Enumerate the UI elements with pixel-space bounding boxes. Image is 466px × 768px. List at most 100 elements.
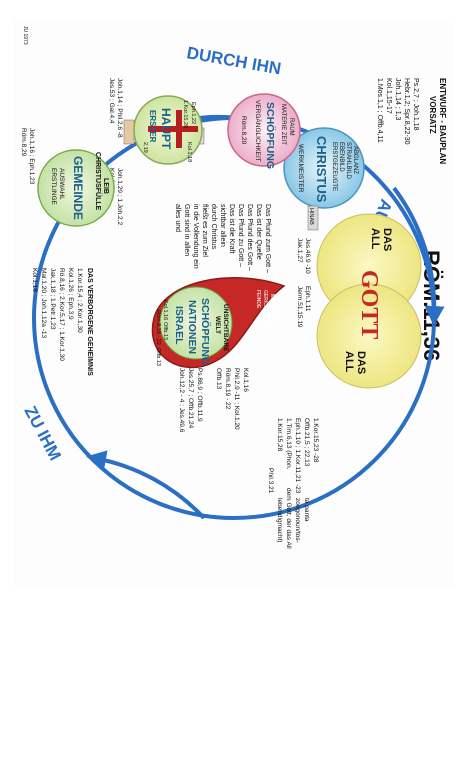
label-durch-ihn: DURCH IHN [185,43,282,78]
svg-text:Ps.86,9 ; Offb.11,9: Ps.86,9 ; Offb.11,9 [196,368,203,422]
verse-text: Das Pfund zum Gott – Das ist der Quelle … [174,204,271,273]
svg-text:dem Gott, der das All: dem Gott, der das All [285,488,292,549]
sichtbar-circle [159,286,233,360]
svg-text:in die Vollendung ein: in die Vollendung ein [192,204,199,269]
header-line2: VORSATZ [428,96,437,134]
arrow-zu-ihm [86,450,206,520]
rotated-diagram: ENTWURF - BAUPLAN VORSATZ RÖM.11,36 AUS … [14,18,454,588]
svg-text:Offb.13: Offb.13 [155,348,161,366]
svg-text:alles und: alles und [174,204,181,232]
svg-text:1.Mos.1,1 ; Offb.4,11: 1.Mos.1,1 ; Offb.4,11 [376,78,383,143]
gemeinde-refs: Joh.1,16 ; Eph.1,23 Röm.8,29 [20,128,35,185]
svg-text:Röm.8,19 - 22: Röm.8,19 - 22 [155,310,161,345]
svg-text:Kol.1,16: Kol.1,16 [162,300,168,320]
svg-text:AUSWAHL: AUSWAHL [58,168,65,200]
svg-text:UNSICHTBARE: UNSICHTBARE [222,304,229,352]
svg-text:Offb.13: Offb.13 [215,368,222,390]
svg-text:EBENBILD: EBENBILD [338,142,344,172]
christus-refs: Ps.2,7 ; Joh.1,18 Hebr.1,2; Spr.8,22-30 … [376,78,419,145]
signature: JU 1973 [22,26,28,45]
svg-text:ERSTGEZEUGTE: ERSTGEZEUGTE [331,142,337,191]
svg-text:GERICHT ÜBER ALLE: GERICHT ÜBER ALLE [262,290,269,342]
svg-text:Röm.8,29: Röm.8,29 [20,128,27,157]
gott-all-left: ALL [369,228,381,250]
svg-text:STRAHLBILD: STRAHLBILD [345,142,351,180]
svg-text:zoogonoun/tos-: zoogonoun/tos- [294,498,301,543]
svg-text:1.Tim.6,13 (Phon.: 1.Tim.6,13 (Phon. [285,418,292,470]
svg-text:Eph.1,22: Eph.1,22 [190,102,196,124]
svg-text:Offb.13: Offb.13 [162,322,168,340]
gott-center: GOTT [356,270,382,339]
svg-text:ta panta: ta panta [303,498,310,522]
svg-text:durch Christus: durch Christus [210,204,217,250]
svg-text:Jak.1,27: Jak.1,27 [296,238,303,263]
svg-text:lebendigmacht): lebendigmacht) [276,498,283,542]
svg-text:Mal.1,20 ; Joh.1,12a -13: Mal.1,20 ; Joh.1,12a -13 [40,268,47,338]
svg-text:Kol.1,18: Kol.1,18 [186,142,192,162]
svg-text:Jak.1,18 ; 1.Petr.1,23: Jak.1,18 ; 1.Petr.1,23 [49,268,56,330]
svg-text:Kol.1,16: Kol.1,16 [242,368,249,392]
schopfung-title: SCHÖPFUNG [264,102,277,169]
svg-text:ABGLANZ: ABGLANZ [352,146,358,174]
svg-text:Das Pfund des Gott –: Das Pfund des Gott – [246,204,253,271]
svg-text:Hebr.1,2; Spr.8,22-30: Hebr.1,2; Spr.8,22-30 [403,78,410,145]
svg-text:Das Pfund zum Gott –: Das Pfund zum Gott – [264,204,271,273]
svg-text:1.Kor.15,23 -28: 1.Kor.15,23 -28 [312,418,319,463]
christus-werkmeister: WERKMEISTER [297,144,304,193]
gemeinde-title: GEMEINDE [71,156,85,220]
christus-title: CHRISTUS [314,136,329,203]
page-sheet: ENTWURF - BAUPLAN VORSATZ RÖM.11,36 AUS … [14,18,454,588]
nations-refs: Ps.86,9 ; Offb.11,9 Jes.25,7 ; Offb.21,2… [178,368,203,433]
schopfung-ref: Röm.8,20 [240,116,247,145]
svg-text:RAUM: RAUM [288,118,294,136]
svg-text:HINAB: HINAB [308,208,314,225]
svg-text:Jerm.51,15.19: Jerm.51,15.19 [296,286,303,328]
svg-text:LEIB: LEIB [102,178,109,194]
svg-text:fließt es zum Ziel: fließt es zum Ziel [201,204,208,257]
svg-text:Eph.1,11: Eph.1,11 [304,286,311,312]
diagram-canvas: ENTWURF - BAUPLAN VORSATZ RÖM.11,36 AUS … [20,26,447,549]
svg-text:1.Kor.15,28: 1.Kor.15,28 [276,418,283,452]
svg-text:Das Pfund zu Gott –: Das Pfund zu Gott – [237,204,244,267]
gott-das-right: DAS [355,351,367,374]
sichtbar-line1: SCHÖPFUNG [199,298,212,365]
svg-text:2,19: 2,19 [142,142,148,153]
svg-text:Jes.46,9 -10: Jes.46,9 -10 [304,238,311,274]
gott-refs: Jes.46,9 -10 Eph.1,11 Jak.1,27 Jerm.51,1… [296,238,311,328]
svg-text:Gott sind in allen: Gott sind in allen [183,204,190,256]
svg-text:FEINDE: FEINDE [255,290,261,309]
gott-das-left: DAS [381,228,393,251]
svg-text:MATERIE ZEIT: MATERIE ZEIT [280,104,286,145]
svg-text:Röm.8,19 - 22: Röm.8,19 - 22 [224,368,231,410]
svg-text:Das ist der Quelle: Das ist der Quelle [255,204,262,260]
svg-text:Joh.1,16 ; Eph.1,23: Joh.1,16 ; Eph.1,23 [28,128,35,185]
svg-text:Ps.2,7 ; Joh.1,18: Ps.2,7 ; Joh.1,18 [412,78,419,131]
svg-text:Joh.1,29 ; 1.Joh.2,2: Joh.1,29 ; 1.Joh.2,2 [116,168,123,225]
cross-horizontal [176,110,182,148]
svg-text:WELT: WELT [214,316,221,334]
svg-text:Eph.1,10 ; 1.Kor.11,21 -23: Eph.1,10 ; 1.Kor.11,21 -23 [294,418,301,494]
svg-text:Rö.8,16 ; 2.Kor.5,17 ; 1.Kor.1: Rö.8,16 ; 2.Kor.5,17 ; 1.Kor.1,30 [58,268,65,361]
geheimnis-block: DAS VERBORGENE GEHEIMNIS 1.Kor.15,4 ; 2.… [31,268,93,376]
gott-all-right: ALL [343,351,355,373]
svg-text:1.Kor.15,20: 1.Kor.15,20 [182,100,188,128]
gemeinde-circle [37,149,115,227]
svg-text:CHRISTUSFÜLLE: CHRISTUSFÜLLE [94,152,103,211]
svg-text:Joh.12,2 - 4 ; Jes.49,6: Joh.12,2 - 4 ; Jes.49,6 [178,368,185,433]
svg-text:DER FLEISCHLICHE: DER FLEISCHLICHE [276,294,282,342]
svg-text:Kol.1,18: Kol.1,18 [31,268,38,292]
sichtbar-line3: ISRAEL [173,306,185,345]
svg-text:Offb.21,5 ; 22,13: Offb.21,5 ; 22,13 [303,418,310,467]
svg-text:Joh.1,14 ; Phil.2,6 -8: Joh.1,14 ; Phil.2,6 -8 [116,78,123,138]
sichtbar-line2: NATIONEN [186,300,198,354]
christus-circle [283,127,365,209]
hinab-arrow-1: HINAB [307,205,319,231]
schopfung-sub: VERGÄNGLICHKEIT [254,100,262,162]
svg-text:Joh.1,14 ; 1,3: Joh.1,14 ; 1,3 [394,78,401,121]
sichtbar-refs: Kol.1,16 Phil.2,9 -11 ; Kol.1,20 Röm.8,1… [215,368,249,430]
svg-text:Jes.53 ; Gal.4,4: Jes.53 ; Gal.4,4 [108,78,115,124]
svg-text:Kol.1,26 ; Eph.3,9: Kol.1,26 ; Eph.3,9 [67,268,74,320]
gott-circle-right [316,283,422,389]
blank-footer [0,590,466,768]
svg-text:Phil.3,21: Phil.3,21 [267,468,274,494]
